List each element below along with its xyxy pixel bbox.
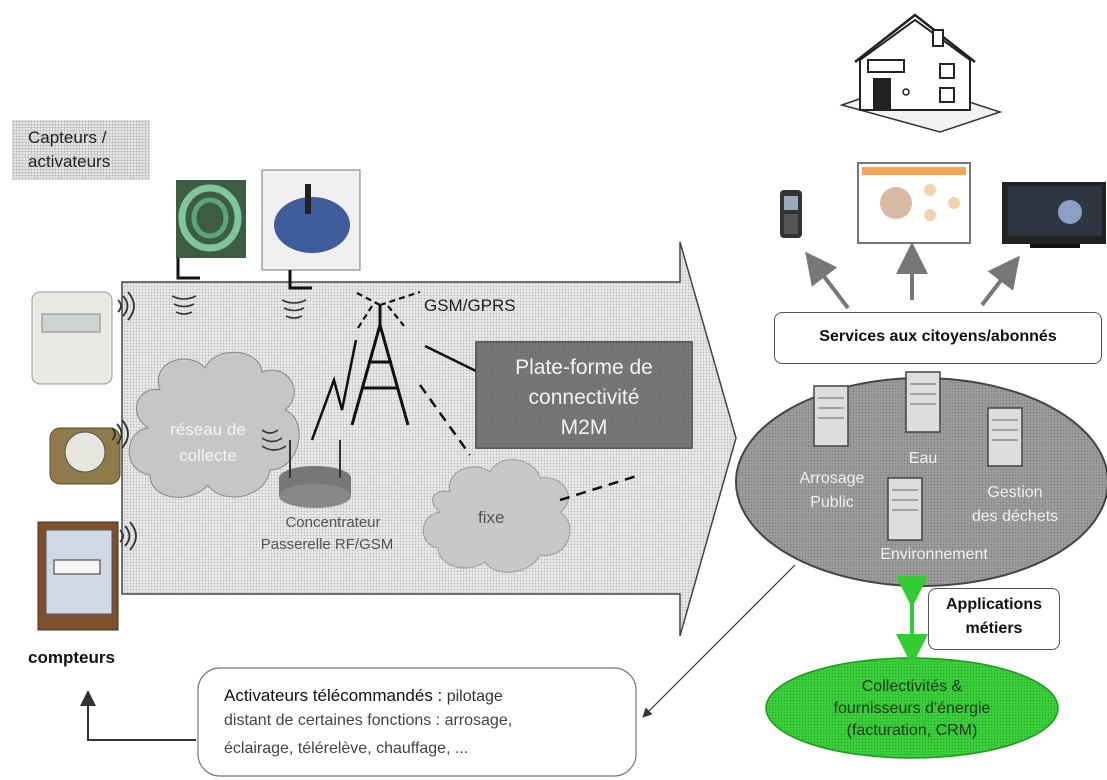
gas-meter-icon <box>31 291 113 385</box>
environment-label: Environnement <box>880 546 988 563</box>
sensors-label-line1: Capteurs / <box>28 128 107 147</box>
wireless-signal-icon-2 <box>111 419 129 449</box>
providers-line1: Collectivités & <box>861 678 963 695</box>
water-label: Eau <box>908 450 938 467</box>
platform-line1: Plate-forme de <box>515 356 653 379</box>
main-flow-arrow <box>121 241 737 637</box>
providers-line2: fournisseurs d'énergie <box>833 700 991 717</box>
wireless-signal-icon-5 <box>281 299 307 319</box>
arrow-to-tv <box>980 255 1020 307</box>
waste-label-line1: Gestion <box>987 484 1043 501</box>
collect-network-line2: collecte <box>179 446 237 465</box>
remote-actuators-line3: éclairage, télérelève, chauffage, ... <box>224 740 469 757</box>
concentrator-gateway-icon <box>279 440 351 508</box>
collect-network-line1: réseau de <box>170 420 246 439</box>
concentrator-line1: Concentrateur <box>285 514 381 531</box>
server-icon-environment <box>887 477 923 541</box>
television-icon <box>1002 182 1106 248</box>
remote-actuators-line1-rest: pilotage <box>442 688 503 705</box>
mobile-phone-icon <box>780 190 802 238</box>
arrow-to-phone <box>805 251 850 310</box>
wireless-signal-icon-4 <box>171 295 197 315</box>
remote-actuators-box <box>197 667 637 777</box>
platform-line2: connectivité <box>528 386 640 409</box>
electric-meter-icon <box>37 521 119 631</box>
remote-actuators-title: Activateurs télécommandés : <box>224 686 443 705</box>
business-apps-line1: Applications <box>945 596 1042 613</box>
providers-line3: (facturation, CRM) <box>846 722 978 739</box>
citizen-services-label: Services aux citoyens/abonnés <box>819 328 1057 345</box>
sensors-label-box <box>12 120 150 180</box>
web-portal-icon <box>857 162 971 244</box>
watering-label-line2: Public <box>810 494 854 511</box>
wireless-signal-icon-6 <box>261 429 287 451</box>
fixed-to-apps-link <box>559 473 641 502</box>
gsm-signal-rays <box>354 290 421 329</box>
water-meter-icon <box>49 427 121 485</box>
remote-actuators-line2: distant de certaines fonctions : arrosag… <box>224 712 513 729</box>
business-apps-line2: métiers <box>965 620 1023 637</box>
sensors-label-line2: activateurs <box>28 152 111 171</box>
collect-network-cloud <box>128 351 300 498</box>
rf-link-zigzag <box>310 339 358 441</box>
tower-to-fixed-link <box>418 384 472 456</box>
concentrator-line2: Passerelle RF/GSM <box>260 536 394 553</box>
meters-label: compteurs <box>28 648 115 667</box>
hose-sensor-icon <box>176 180 246 280</box>
watering-label-line1: Arrosage <box>799 470 865 487</box>
tank-sensor-icon <box>261 169 361 290</box>
gsm-gprs-label: GSM/GPRS <box>424 296 516 315</box>
fixed-network-label: fixe <box>478 508 505 527</box>
server-icon-waste <box>987 407 1023 467</box>
waste-label-line2: des déchets <box>971 508 1059 525</box>
platform-line3: M2M <box>560 416 608 439</box>
arrow-to-actuators <box>642 564 796 718</box>
server-icon-watering <box>813 385 849 447</box>
arrow-to-meters <box>80 690 196 741</box>
tower-to-platform-link <box>424 344 479 374</box>
house-icon <box>839 13 1003 133</box>
fixed-network-cloud <box>422 459 571 573</box>
business-apps-box <box>928 588 1060 650</box>
server-icon-water <box>905 371 941 433</box>
citizen-services-box <box>774 312 1102 364</box>
gsm-tower-icon <box>350 305 410 426</box>
remote-actuators-line1: Activateurs télécommandés : pilotage <box>224 686 503 706</box>
wireless-signal-icon-1 <box>117 291 135 321</box>
wireless-signal-icon-3 <box>119 521 137 551</box>
